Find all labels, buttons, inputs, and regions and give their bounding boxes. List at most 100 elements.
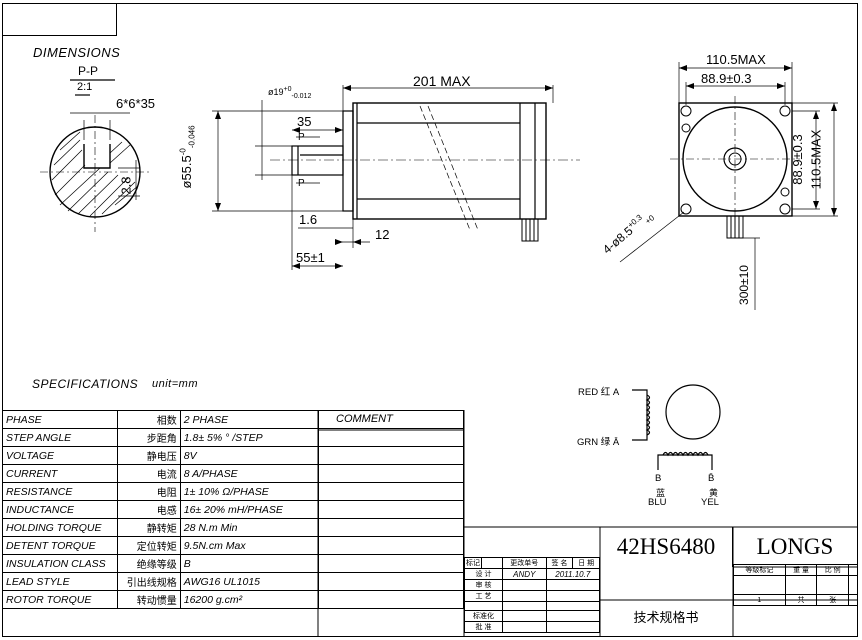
tb-designer: ANDY (502, 568, 547, 580)
wire-red-label: RED 红 A (578, 387, 620, 398)
spec-comment-cell (318, 518, 464, 537)
tb-grade: 等级标记 (733, 564, 786, 576)
tb-design-date: 2011.10.7 (545, 568, 601, 580)
unit-label: unit=mm (152, 378, 198, 390)
corner-box (2, 3, 117, 36)
break-line-1 (419, 105, 471, 231)
tb-review: 审 核 (464, 579, 503, 591)
comment-header: COMMENT (336, 413, 393, 425)
specifications-header: SPECIFICATIONS (32, 377, 139, 391)
spec-value: AWG16 UL1015 (179, 572, 320, 591)
spec-name-zh: 引出线规格 (116, 572, 181, 591)
spec-name-en: PHASE (2, 410, 118, 429)
tb-change: 更改单号 (502, 557, 547, 569)
pilot-dia-tol-upper: -0 (178, 148, 188, 156)
spec-comment-cell (318, 482, 464, 501)
shaft-side (291, 145, 344, 176)
spec-comment-cell (318, 500, 464, 519)
spec-comment-cell (318, 428, 464, 447)
mounting-holes (680, 105, 791, 215)
shaft-length-dim: 55±1 (296, 250, 325, 265)
document-title: 技术规格书 (633, 610, 699, 625)
spec-value: 16± 20% mH/PHASE (179, 500, 320, 519)
keyway-depth-dim: 2.8 (118, 176, 134, 195)
rotor-symbol (665, 384, 721, 440)
pilot-dia-dim: ø55.5-0-0.046 (179, 125, 197, 188)
wire-b-letter: B (655, 473, 662, 484)
shaft-dia-value: ø19 (268, 87, 284, 97)
motor-body-front (678, 102, 793, 217)
spec-value: 1± 10% Ω/PHASE (179, 482, 320, 501)
brand-name: LONGS (756, 534, 834, 559)
spec-value: 16200 g.cm² (179, 590, 320, 609)
wire-yel-label: YEL (701, 497, 719, 508)
coil-b (662, 451, 709, 457)
model-number: 42HS6480 (600, 527, 733, 567)
tb-total: 共 (784, 594, 818, 606)
spec-name-en: RESISTANCE (2, 482, 118, 501)
tb-date: 日 期 (572, 557, 600, 569)
spec-comment-cell (318, 536, 464, 555)
tb-approve: 批 准 (464, 621, 503, 633)
spec-value: B (179, 554, 320, 573)
section-mark-top: P (298, 132, 305, 143)
side-dim-lines (212, 85, 554, 270)
pilot-dia-tol-lower: -0.046 (187, 125, 197, 149)
spec-name-en: ROTOR TORQUE (2, 590, 118, 609)
pilot-dia-value: ø55.5 (178, 155, 194, 189)
spec-name-zh: 步距角 (116, 428, 181, 447)
front-dim-lines (619, 62, 838, 310)
spec-name-en: INSULATION CLASS (2, 554, 118, 573)
lead-wires-side (521, 218, 539, 242)
shaft-dia-dim: ø19+0-0.012 (268, 86, 311, 100)
dimensions-header: DIMENSIONS (33, 45, 121, 60)
tb-ratio: 比 例 (816, 564, 849, 576)
wire-grn-label: GRN 绿 Ā (577, 437, 620, 448)
spec-name-zh: 转动惯量 (116, 590, 181, 609)
spec-comment-cell (318, 590, 464, 609)
bolt-pitch-dim: 88.9±0.3 (701, 71, 752, 86)
height-max-dim: 110.5MAX (808, 129, 824, 190)
wire-bbar-letter: B̄ (708, 473, 715, 484)
section-hatch (51, 131, 139, 217)
spec-name-zh: 相数 (116, 410, 181, 429)
spec-name-en: CURRENT (2, 464, 118, 483)
spec-name-en: DETENT TORQUE (2, 536, 118, 555)
spec-name-en: HOLDING TORQUE (2, 518, 118, 537)
spec-name-en: INDUCTANCE (2, 500, 118, 519)
drawing-frame (2, 3, 858, 637)
spec-comment-cell (318, 554, 464, 573)
flange-side (342, 110, 354, 212)
tb-weight: 重 量 (784, 564, 818, 576)
length-dim: 201 MAX (413, 73, 471, 89)
section-label: P-P (78, 64, 99, 78)
tb-sign: 签 名 (545, 557, 574, 569)
spec-name-zh: 定位转矩 (116, 536, 181, 555)
wire-blu-label: BLU (648, 497, 667, 508)
keyway-dim: 6*6*35 (116, 96, 156, 111)
tb-design: 设 计 (464, 568, 503, 580)
tb-process: 工 艺 (464, 590, 503, 602)
spec-name-zh: 电流 (116, 464, 181, 483)
spec-name-en: VOLTAGE (2, 446, 118, 465)
coil-b-leads (657, 454, 713, 470)
wire-bbar-zh: 黄 (709, 488, 719, 498)
step-dim: 1.6 (299, 212, 318, 227)
tb-std: 标准化 (464, 610, 503, 622)
spec-name-zh: 绝缘等级 (116, 554, 181, 573)
spec-comment-cell (318, 464, 464, 483)
shaft-dia-tol-lower: -0.012 (291, 92, 312, 100)
